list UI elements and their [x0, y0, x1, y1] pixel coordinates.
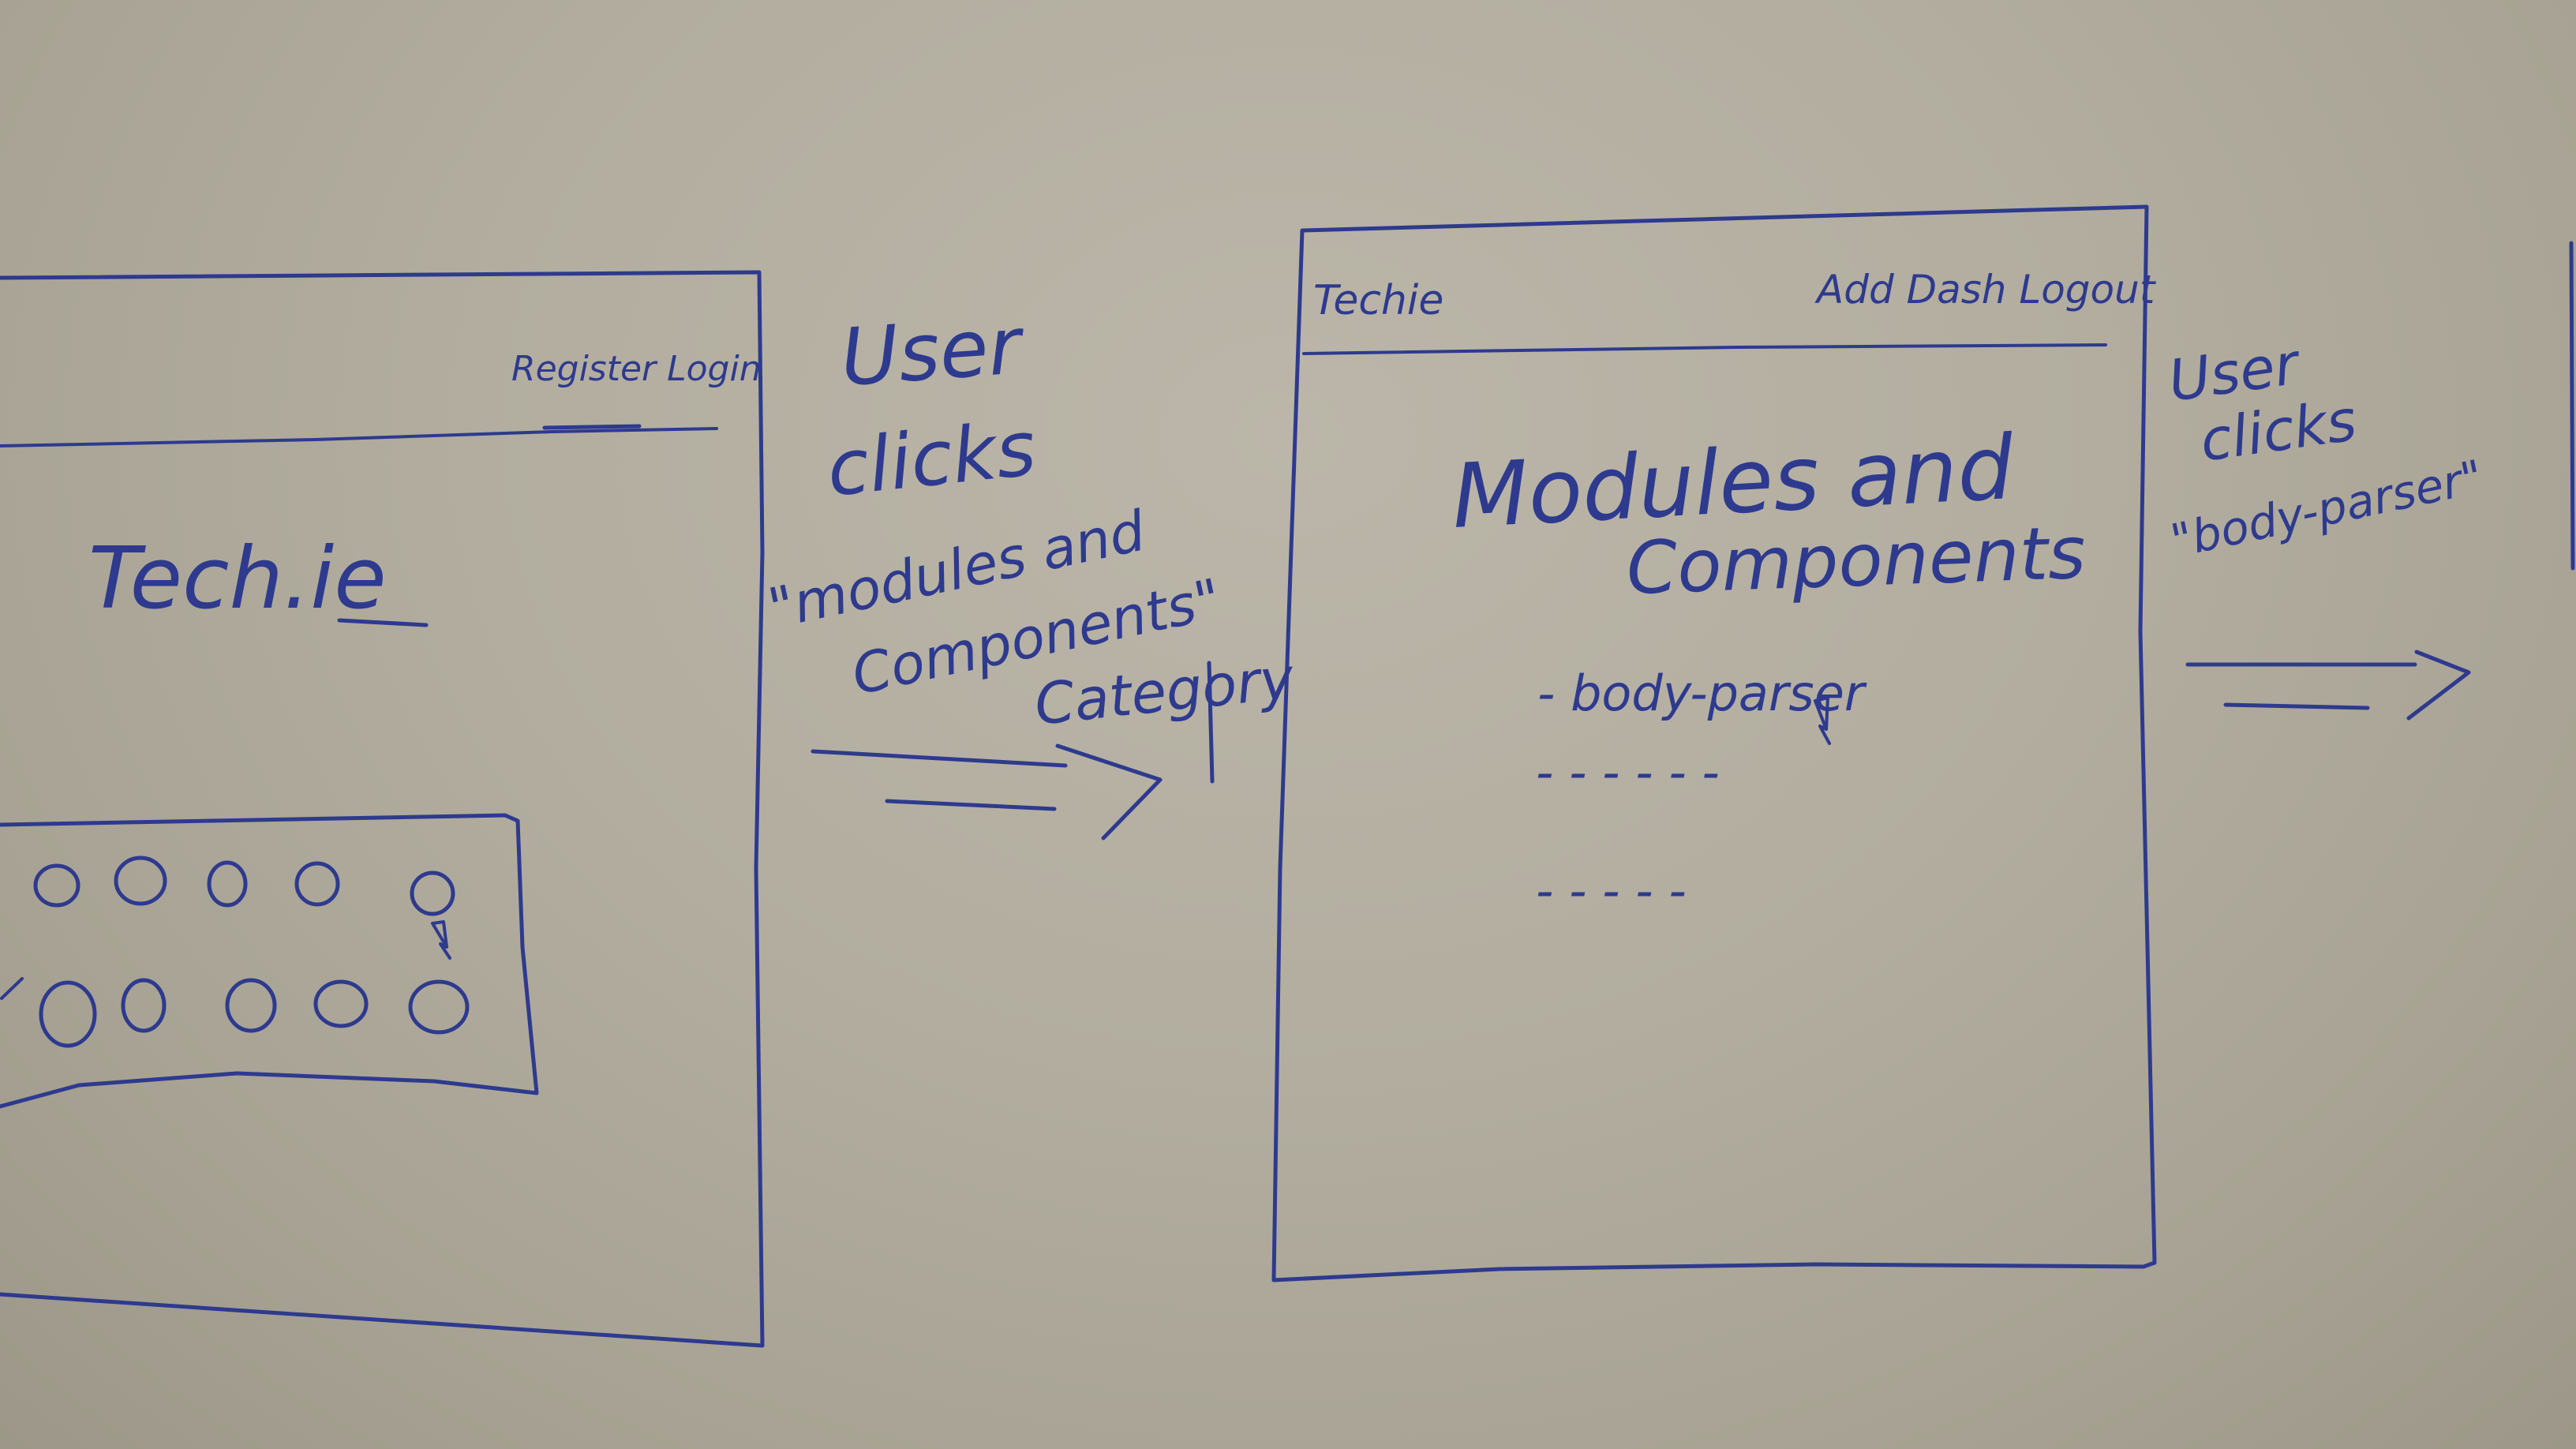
screen-2-frame: [1271, 204, 2157, 1282]
arrow-1-caption-line2: clicks: [823, 404, 1040, 514]
arrow-2-head: [2406, 650, 2471, 721]
category-grid-left-stroke: [0, 977, 24, 1000]
arrow-1-head: [1055, 743, 1163, 841]
category-icon[interactable]: [313, 979, 369, 1028]
screen-1-title-underline: [337, 618, 429, 627]
category-icon-modules-and-components[interactable]: [410, 871, 455, 916]
screen-1-header-divider: [0, 427, 718, 447]
category-grid: [0, 813, 539, 1109]
arrow-2-bottom-line: [2223, 702, 2370, 710]
module-list-item[interactable]: - - - - -: [1536, 862, 1687, 919]
screen-1-wireframe: Register Login Tech.ie: [0, 270, 765, 1348]
category-grid-frame: [0, 813, 539, 1109]
transition-1: User clicks "modules and Components" Cat…: [762, 299, 1297, 841]
arrow-1-top-line: [811, 749, 1068, 768]
category-icon[interactable]: [408, 979, 470, 1035]
screen-2-nav-links: Add Dash Logout: [1814, 267, 2157, 313]
screen-1-login-underline: [542, 424, 642, 430]
category-icons: [33, 856, 470, 1048]
arrow-1-caption-line1: User: [838, 299, 1028, 404]
module-list-item-body-parser[interactable]: - body-parser: [1537, 665, 1867, 722]
arrow-1-caption-bracket: [1207, 661, 1215, 784]
transition-2: User clicks "body-parser": [2165, 330, 2488, 721]
category-icon[interactable]: [33, 863, 80, 908]
screen-2-heading-line2: Components: [1625, 511, 2087, 611]
category-icon[interactable]: [207, 860, 248, 908]
category-icon[interactable]: [39, 980, 97, 1048]
category-icon[interactable]: [114, 856, 167, 906]
screen-2-header-divider: [1302, 343, 2107, 355]
cursor-icon: [431, 920, 451, 960]
screen-1-title: Tech.ie: [88, 530, 387, 628]
category-icon[interactable]: [121, 978, 167, 1033]
screen-2-logo: Techie: [1313, 277, 1443, 324]
module-list-item[interactable]: - - - - - -: [1536, 743, 1720, 801]
screen-2-wireframe: Techie Add Dash Logout Modules and Compo…: [1271, 204, 2157, 1282]
cursor-icon: [1814, 696, 1831, 745]
screen-3-frame-edge: [2569, 241, 2575, 571]
category-icon[interactable]: [294, 861, 340, 907]
module-list: - body-parser - - - - - - - - - - -: [1536, 665, 1867, 919]
category-icon[interactable]: [225, 978, 277, 1033]
arrow-1-bottom-line: [885, 799, 1057, 811]
screen-1-frame: [0, 270, 765, 1348]
screen-1-nav-links: Register Login: [511, 349, 762, 389]
